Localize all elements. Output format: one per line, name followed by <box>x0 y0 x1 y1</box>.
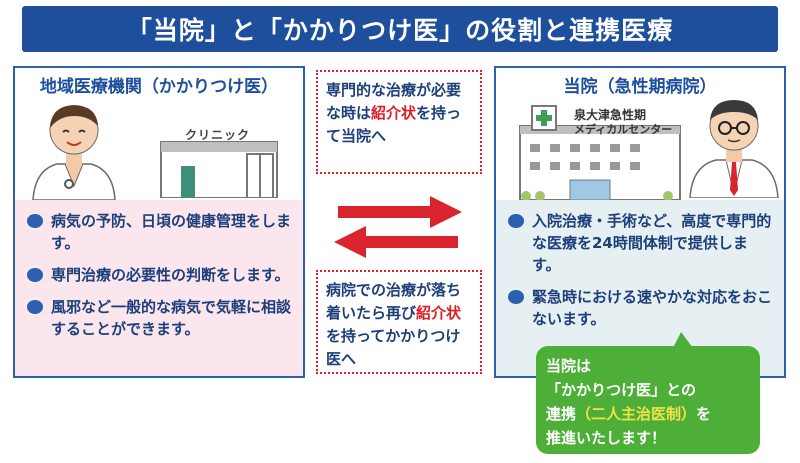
list-item: 緊急時における速やかな対応をおこないます。 <box>508 286 774 330</box>
left-panel-clinic: 地域医療機関（かかりつけ医） クリニック 病気の予防、日頃の健康管理をします。 … <box>13 66 305 378</box>
list-item: 風邪など一般的な病気で気軽に相談することができます。 <box>27 296 293 340</box>
speech-bubble-callout: 当院は 「かかりつけ医」との 連携（二人主治医制）を 推進いたします！ <box>536 346 760 454</box>
hospital-doctor-illustration-icon <box>689 100 779 198</box>
left-panel-title: 地域医療機関（かかりつけ医） <box>39 77 279 97</box>
referral-note-to-clinic: 病院での治療が落ち着いたら再び紹介状を持ってかかりつけ医へ <box>316 270 482 374</box>
bullet-dot-icon <box>27 268 43 282</box>
hospital-name-line1: 泉大津急性期 <box>574 108 647 122</box>
list-item: 病気の予防、日頃の健康管理をします。 <box>27 210 293 254</box>
doctor-illustration-icon <box>32 105 116 200</box>
page-title: 「当院」と「かかりつけ医」の役割と連携医療 <box>22 6 778 52</box>
referral-note-to-hospital: 専門的な治療が必要な時は紹介状を持って当院へ <box>316 70 482 174</box>
list-item: 専門治療の必要性の判断をします。 <box>27 264 293 286</box>
bullet-dot-icon <box>27 214 43 228</box>
bullet-dot-icon <box>508 290 524 304</box>
two-way-arrows-icon <box>334 196 462 258</box>
list-item: 入院治療・手術など、高度で専門的な医療を24時間体制で提供します。 <box>508 210 774 276</box>
right-panel-title: 当院（急性期病院） <box>563 77 717 97</box>
bullet-dot-icon <box>27 300 43 314</box>
right-panel-hospital: 当院（急性期病院） 泉大津急性期 メディカルセンター <box>494 66 786 378</box>
left-panel-header: 地域医療機関（かかりつけ医） クリニック <box>15 68 303 200</box>
clinic-building-icon <box>160 141 278 198</box>
left-panel-body: 病気の予防、日頃の健康管理をします。 専門治療の必要性の判断をします。 風邪など… <box>15 200 303 376</box>
right-panel-header: 当院（急性期病院） 泉大津急性期 メディカルセンター <box>496 68 784 200</box>
bullet-dot-icon <box>508 214 524 228</box>
hospital-building-icon <box>519 105 681 200</box>
clinic-label: クリニック <box>185 128 251 142</box>
hospital-name-line2: メディカルセンター <box>574 123 673 136</box>
